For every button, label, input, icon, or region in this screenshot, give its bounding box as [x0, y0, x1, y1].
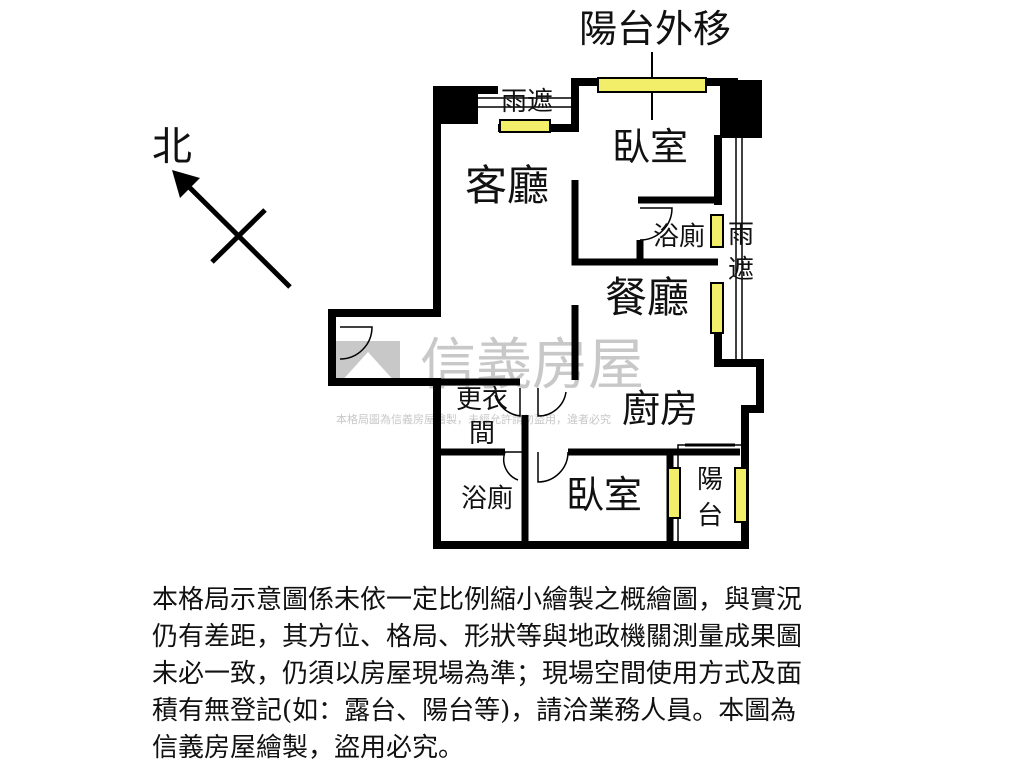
label-dining: 餐廳 [605, 273, 689, 322]
window-east-bath [710, 214, 724, 248]
label-bath-north: 浴廁 [653, 222, 705, 252]
disclaimer-line-5: 信義房屋繪製，盜用必究。 [152, 733, 465, 763]
awning-east-lines [470, 97, 743, 362]
watermark-logo-roof-icon [340, 352, 396, 383]
door-closet [494, 388, 521, 417]
interior-walls [437, 180, 740, 545]
disclaimer-line-4: 積有無登記(如：露台、陽台等)，請洽業務人員。本圖為 [152, 696, 797, 726]
disclaimer-line-3: 未必一致，仍須以房屋現場為準；現場空間使用方式及面 [152, 659, 803, 689]
door-entry [339, 326, 373, 360]
compass: 北 [152, 124, 292, 289]
window-east-dining [710, 282, 724, 334]
door-bath-south [502, 451, 525, 481]
window-bedroom-south [667, 467, 681, 519]
label-bedroom-south: 臥室 [566, 473, 642, 517]
window-north-awning [499, 119, 551, 133]
label-balcony-2: 台 [697, 501, 723, 531]
label-bath-south: 浴廁 [461, 484, 513, 514]
disclaimer: 本格局示意圖係未依一定比例縮小繪製之概繪圖，與實況 仍有差距，其方位、格局、形狀… [152, 582, 892, 767]
label-awning-side-2: 遮 [728, 255, 754, 285]
label-closet-2: 間 [469, 419, 495, 449]
label-awning-side-1: 雨 [728, 220, 754, 250]
label-living-room: 客廳 [465, 161, 549, 210]
label-balcony-1: 陽 [697, 465, 723, 495]
disclaimer-line-2: 仍有差距，其方位、格局、形狀等與地政機關測量成果圖 [152, 622, 803, 652]
compass-arrow-shaft [180, 178, 292, 289]
plan-title: 陽台外移 [579, 7, 731, 51]
walls [328, 78, 764, 549]
door-bath-north [639, 207, 673, 241]
window-balcony-south [734, 467, 748, 523]
column-nw [433, 86, 478, 124]
compass-cross-bar [210, 208, 267, 264]
watermark-brand: 信義房屋 [420, 333, 644, 398]
doors [339, 207, 735, 483]
windows [499, 77, 748, 523]
door-bedroom-south [537, 451, 569, 483]
window-north-top [597, 77, 707, 93]
wall-bedroom-bath [571, 180, 718, 266]
compass-north-label: 北 [152, 124, 192, 170]
label-bedroom-north: 臥室 [612, 125, 688, 169]
column-ne [720, 80, 762, 138]
compass-arrowhead-icon [172, 170, 200, 198]
label-kitchen: 廚房 [622, 387, 698, 431]
label-awning-top: 雨遮 [501, 87, 553, 117]
disclaimer-line-1: 本格局示意圖係未依一定比例縮小繪製之概繪圖，與實況 [152, 585, 803, 615]
label-closet-1: 更衣 [456, 385, 508, 415]
exterior-wall [328, 90, 764, 549]
door-kitchen [537, 388, 567, 417]
